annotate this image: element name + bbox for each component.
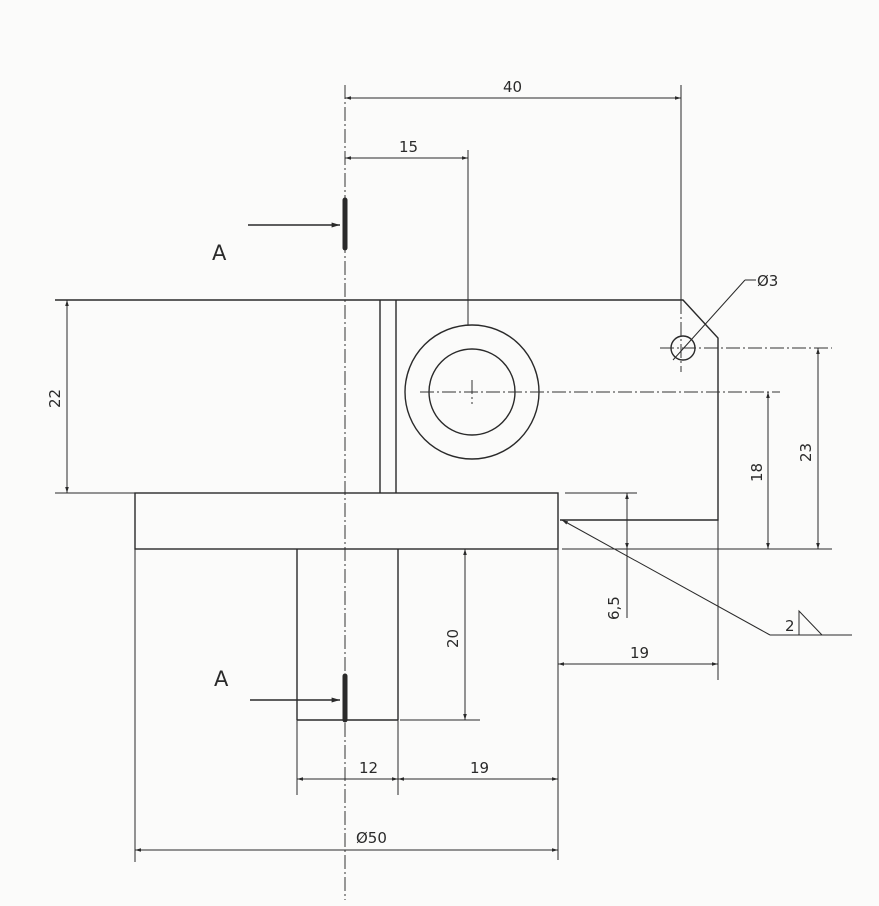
upper-bracket [55,299,780,521]
svg-text:40: 40 [503,78,522,96]
svg-text:20: 20 [444,629,462,648]
dimension-diameter-50: Ø50 [134,549,558,862]
svg-text:12: 12 [359,759,378,777]
svg-text:Ø50: Ø50 [356,829,387,847]
section-label-top: A [212,241,227,265]
dimension-20: 20 [400,548,480,721]
dimension-23: 23 [797,348,820,549]
base-plate [134,492,559,550]
dimension-12: 12 [296,720,399,795]
svg-text:2: 2 [785,617,795,635]
section-label-bottom: A [214,667,229,691]
svg-text:19: 19 [630,644,649,662]
small-hole: Ø3 [660,272,832,372]
dimension-6-5: 6,5 [565,492,637,620]
shaft [296,549,399,721]
svg-text:22: 22 [46,389,64,408]
svg-text:19: 19 [470,759,489,777]
svg-text:18: 18 [748,463,766,482]
dimension-40: 40 [345,78,682,300]
section-marker-top: A [212,197,348,265]
dimension-18: 18 [562,392,832,550]
dimension-19-bottom: 19 [398,759,558,781]
svg-text:6,5: 6,5 [605,596,623,620]
svg-text:15: 15 [399,138,418,156]
hole-diameter-label: Ø3 [757,272,778,290]
svg-text:23: 23 [797,443,815,462]
dimension-15: 15 [345,138,469,325]
section-marker-bottom: A [214,667,348,723]
weld-symbol: 2 [561,519,852,636]
dimension-22: 22 [46,300,135,494]
dimension-19-right: 19 [557,520,719,860]
